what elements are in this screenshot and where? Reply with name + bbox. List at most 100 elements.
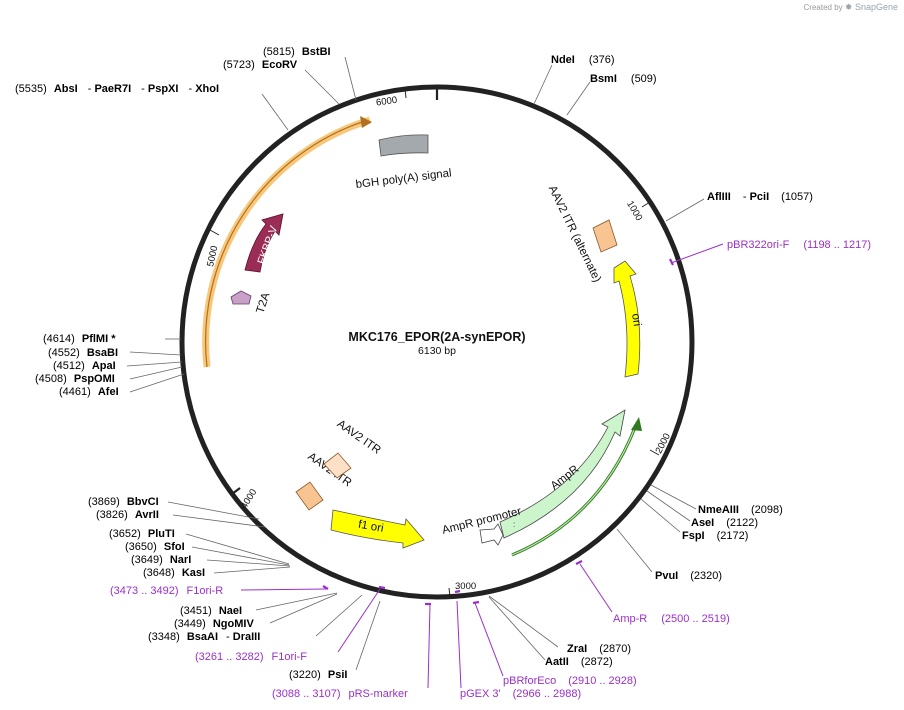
- primer-leader-pgex3: [456, 600, 462, 689]
- site-fspi-name: FspI: [682, 530, 705, 542]
- primer-pbr322ori-f-range: (1198 .. 1217): [803, 239, 871, 251]
- primer-f1ori-r: (3473 .. 3492) F1ori-R: [110, 585, 223, 597]
- site-asei: AseI(2122): [691, 517, 758, 529]
- site-nari-pos: (3649): [131, 554, 163, 566]
- aav2-itr-light-label: AAV2 ITR: [335, 418, 383, 457]
- leader-pluti: [185, 533, 290, 565]
- site-kasi: (3648) KasI: [143, 567, 205, 579]
- leader-bsmi: [566, 81, 591, 116]
- site-asei-name: AseI: [691, 517, 714, 529]
- primer-amp-r-range: (2500 .. 2519): [661, 613, 730, 625]
- site-apai: (4512) ApaI: [53, 360, 116, 372]
- site-pflmi: (4614) PflMI *: [43, 333, 116, 345]
- site-ecorv-pos: (5723): [223, 59, 255, 71]
- site-afliii-pos: (1057): [781, 191, 813, 203]
- primer-pbrforeco: pBRforEco(2910 .. 2928): [503, 675, 637, 687]
- site-psii-name: PsiI: [328, 669, 348, 681]
- site-ngomiv: (3449) NgoMIV: [174, 618, 254, 630]
- site-fspi: FspI(2172): [682, 530, 748, 542]
- site-avrii-pos: (3826): [96, 509, 128, 521]
- site-nmeaiii-pos: (2098): [751, 504, 783, 516]
- leader-bsaai: [315, 594, 363, 637]
- orange-feature-arc-core: [204, 120, 366, 368]
- site-naei-pos: (3451): [180, 605, 212, 617]
- primer-f1ori-f-range: (3261 .. 3282): [195, 651, 264, 663]
- aav2-itr-alt-feature: [592, 219, 618, 253]
- primer-prs-marker-name: pRS-marker: [349, 688, 409, 700]
- primer-leader-ampr: [579, 563, 613, 613]
- tick-3000: [448, 587, 451, 598]
- site-pluti: (3652) PluTI: [109, 528, 175, 540]
- snapgene-logo: ✸ SnapGene: [844, 2, 898, 12]
- site-nmeaiii: NmeAIII(2098): [698, 504, 783, 516]
- site-naei-name: NaeI: [219, 605, 242, 617]
- primer-leader-pbrforeco: [474, 602, 504, 677]
- ori-label: ori: [629, 313, 643, 327]
- site-sfoi-pos: (3650): [125, 541, 157, 553]
- primer-f1ori-r-range: (3473 .. 3492): [110, 585, 179, 597]
- site-bsaai-pos: (3348): [148, 631, 180, 643]
- site-bstbi-pos: (5815): [263, 46, 295, 58]
- site-psii: (3220) PsiI: [289, 669, 347, 681]
- site-absi-name: AbsI: [54, 83, 78, 95]
- bgh-polya-feature: [378, 134, 429, 157]
- f1-ori-label: f1 ori: [357, 519, 384, 535]
- site-xhoi-name: XhoI: [195, 83, 219, 95]
- site-psii-pos: (3220): [289, 669, 321, 681]
- site-pspomi-pos: (4508): [35, 373, 67, 385]
- primer-prs-marker-range: (3088 .. 3107): [272, 688, 341, 700]
- f1-ori-feature: [330, 509, 425, 549]
- primer-leader-f1ori-f: [337, 588, 381, 653]
- site-bsmi-name: BsmI: [590, 73, 617, 85]
- primer-pgex3: pGEX 3'(2966 .. 2988): [460, 688, 581, 700]
- site-afei: (4461) AfeI: [59, 386, 119, 398]
- primer-pbrforeco-name: pBRforEco: [503, 675, 556, 687]
- site-afliii-name: AflIII: [707, 191, 731, 203]
- leader-fspi: [640, 498, 681, 533]
- leader-aatii: [488, 596, 546, 661]
- site-bbvci: (3869) BbvCI: [88, 496, 159, 508]
- primer-mark-f1ori-r: [322, 585, 329, 590]
- site-ndei-pos: (376): [589, 54, 615, 66]
- site-absi-pos: (5535): [15, 83, 47, 95]
- tick-5000: [209, 229, 220, 236]
- leader-nari: [206, 559, 291, 567]
- tick-marks: [209, 87, 660, 598]
- site-afei-pos: (4461): [59, 386, 91, 398]
- primer-f1ori-r-name: F1ori-R: [187, 585, 224, 597]
- site-ecorv: (5723) EcoRV: [223, 59, 298, 71]
- tick-6000: [404, 88, 407, 99]
- site-pluti-name: PluTI: [148, 528, 175, 540]
- credit-prefix: Created by: [803, 3, 843, 12]
- primer-mark-ampr: [575, 560, 583, 565]
- tick-label-1000: 1000: [624, 199, 644, 223]
- ori-feature: [613, 260, 641, 378]
- site-ndei-name: NdeI: [551, 54, 575, 66]
- leader-ngomiv: [269, 593, 338, 624]
- leader-avrii: [172, 514, 266, 528]
- fkbp-v-feature: [244, 213, 284, 273]
- site-bsaai: (3348) BsaAI- DraIII: [148, 631, 260, 643]
- sep: -: [88, 83, 92, 95]
- tick-2000: [649, 449, 660, 456]
- site-absi: (5535) AbsI- PaeR7I- PspXI- XhoI: [15, 83, 219, 95]
- site-apai-pos: (4512): [53, 360, 85, 372]
- leader-sfoi: [191, 546, 290, 566]
- site-pvui-pos: (2320): [690, 570, 722, 582]
- leader-bstbi: [344, 56, 357, 101]
- leader-afliii: [665, 198, 705, 222]
- site-apai-name: ApaI: [92, 360, 116, 372]
- ampr-promoter-feature: [479, 523, 504, 546]
- primer-mark-f1ori-f: [378, 585, 386, 590]
- site-pspomi-name: PspOMI: [74, 373, 115, 385]
- primer-leader-prs-marker: [427, 603, 431, 689]
- leader-pvui: [616, 528, 653, 573]
- aav2-itr-light-feature: [323, 452, 352, 479]
- leader-absi: [261, 93, 289, 131]
- site-ngomiv-pos: (3449): [174, 618, 206, 630]
- primer-leader-pbr322ori: [670, 243, 724, 264]
- green-ampr-arc-inner: [511, 424, 637, 556]
- site-pflmi-pos: (4614): [43, 333, 75, 345]
- site-nari-name: NarI: [170, 554, 191, 566]
